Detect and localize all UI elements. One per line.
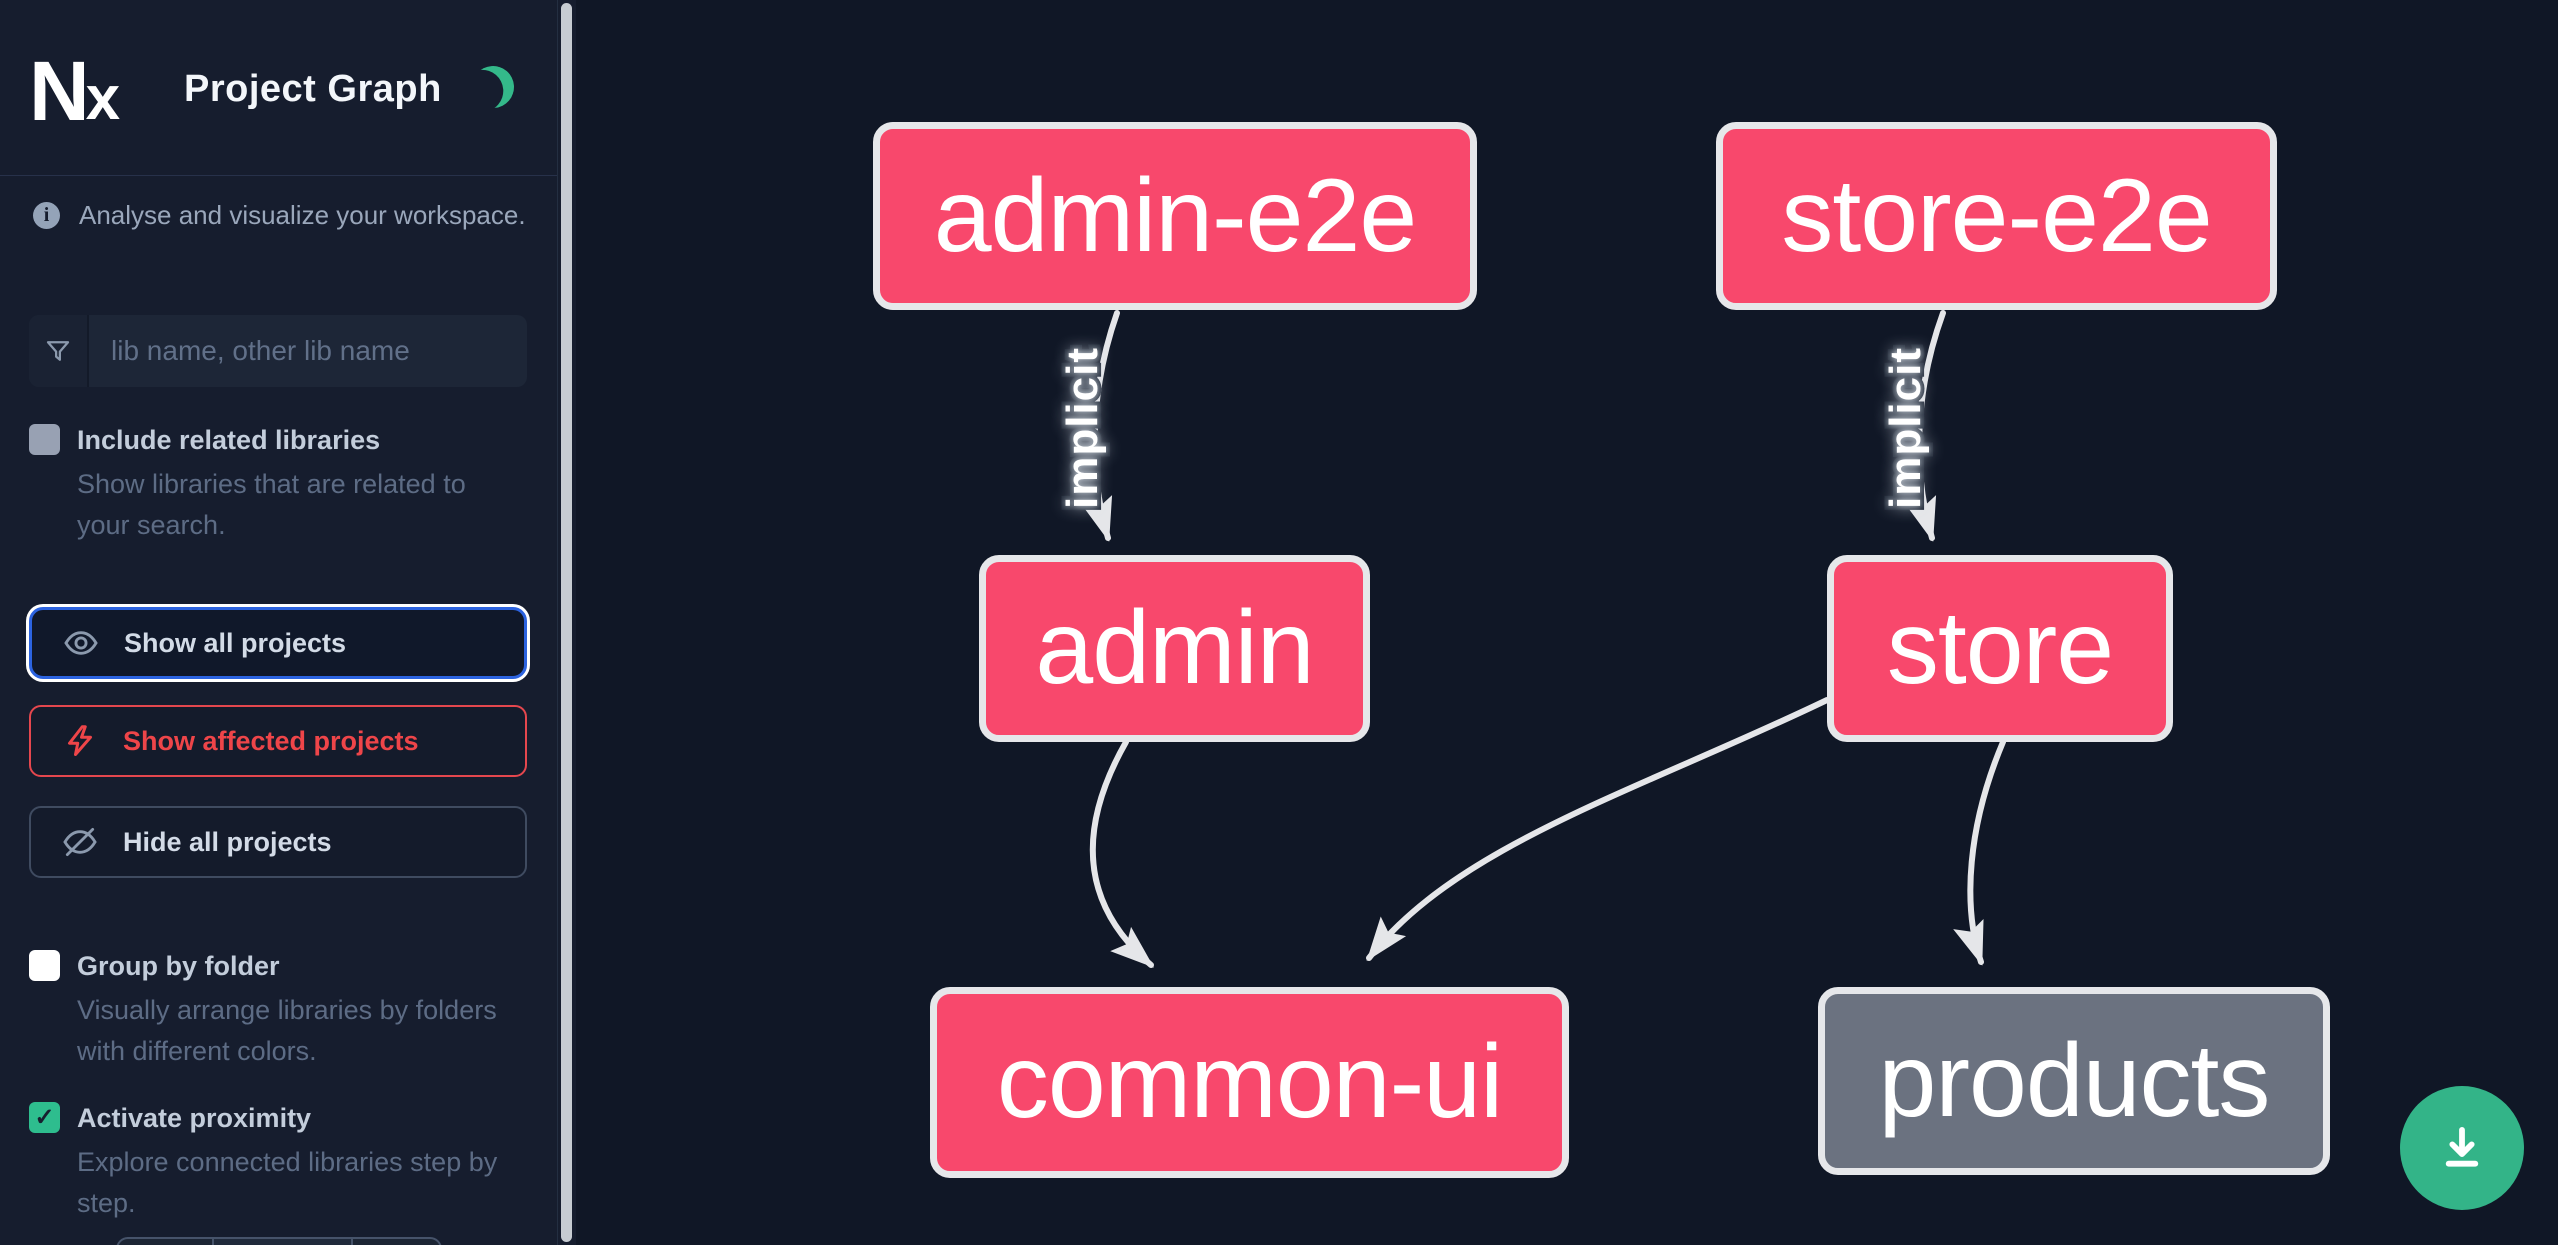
edge-store-common-ui (1366, 697, 1830, 962)
node-common-ui[interactable]: common-ui (930, 987, 1569, 1178)
edge-admin-e2e-admin (1081, 310, 1120, 542)
activate-proximity-checkbox[interactable]: ✓ (29, 1102, 60, 1133)
depth-value (212, 1239, 351, 1245)
edge-store-products (1953, 739, 2006, 966)
node-label: store-e2e (1781, 157, 2212, 274)
node-label: store (1886, 590, 2114, 706)
node-store-e2e[interactable]: store-e2e (1716, 122, 2277, 310)
toggle-group-by-folder: Group by folder Visually arrange librari… (29, 948, 534, 1072)
toggle-label: Activate proximity (77, 1103, 312, 1133)
node-label: common-ui (996, 1024, 1503, 1140)
search-box (29, 315, 527, 387)
include-related-checkbox[interactable] (29, 424, 60, 455)
edge-store-e2e-store (1905, 310, 1946, 542)
toggle-include-related: Include related libraries Show libraries… (29, 422, 534, 546)
depth-decrement-button[interactable] (118, 1239, 212, 1245)
info-icon: i (33, 202, 60, 229)
download-graph-button[interactable] (2400, 1086, 2524, 1210)
show-affected-projects-button[interactable]: Show affected projects (29, 705, 527, 777)
search-input[interactable] (89, 315, 527, 387)
graph-canvas[interactable]: admin-e2e store-e2e admin store common-u… (576, 0, 2558, 1245)
logo-letter-x: x (85, 64, 121, 133)
filter-funnel-icon (29, 315, 89, 387)
depth-increment-button[interactable] (351, 1239, 440, 1245)
hide-all-projects-button[interactable]: Hide all projects (29, 806, 527, 878)
proximity-depth-control (116, 1237, 442, 1245)
show-all-projects-button[interactable]: Show all projects (29, 607, 527, 679)
toggle-label: Include related libraries (77, 425, 381, 455)
download-icon (2445, 1126, 2479, 1167)
edge-label-implicit: implicit (1877, 343, 1934, 513)
edge-layer (1081, 310, 2006, 968)
theme-toggle-moon-icon[interactable] (467, 61, 520, 114)
node-label: admin (1035, 590, 1314, 706)
node-admin-e2e[interactable]: admin-e2e (873, 122, 1477, 310)
sidebar-scrollbar[interactable] (561, 3, 572, 1242)
toggle-description: Show libraries that are related to your … (77, 469, 466, 540)
info-text: Analyse and visualize your workspace. (79, 200, 526, 230)
toggle-description: Explore connected libraries step by step… (77, 1147, 498, 1218)
logo-letter-n: N (29, 43, 90, 138)
button-label: Show all projects (124, 627, 347, 658)
page-title: Project Graph (184, 68, 442, 110)
node-label: admin-e2e (933, 157, 1417, 274)
node-products[interactable]: products (1818, 987, 2330, 1175)
toggle-label: Group by folder (77, 951, 280, 981)
node-store[interactable]: store (1827, 555, 2173, 742)
eye-icon (62, 624, 100, 662)
button-label: Show affected projects (123, 725, 419, 756)
group-by-folder-checkbox[interactable] (29, 950, 60, 981)
button-label: Hide all projects (123, 826, 332, 857)
lightning-icon (61, 723, 99, 759)
toggle-description: Visually arrange libraries by folders wi… (77, 995, 497, 1066)
node-label: products (1878, 1022, 2271, 1139)
workspace-info: i Analyse and visualize your workspace. (33, 200, 526, 231)
edge-admin-common-ui (1089, 739, 1155, 968)
edge-label-implicit: implicit (1054, 343, 1111, 513)
node-admin[interactable]: admin (979, 555, 1370, 742)
eye-off-icon (61, 823, 99, 861)
toggle-activate-proximity: ✓ Activate proximity Explore connected l… (29, 1100, 534, 1224)
